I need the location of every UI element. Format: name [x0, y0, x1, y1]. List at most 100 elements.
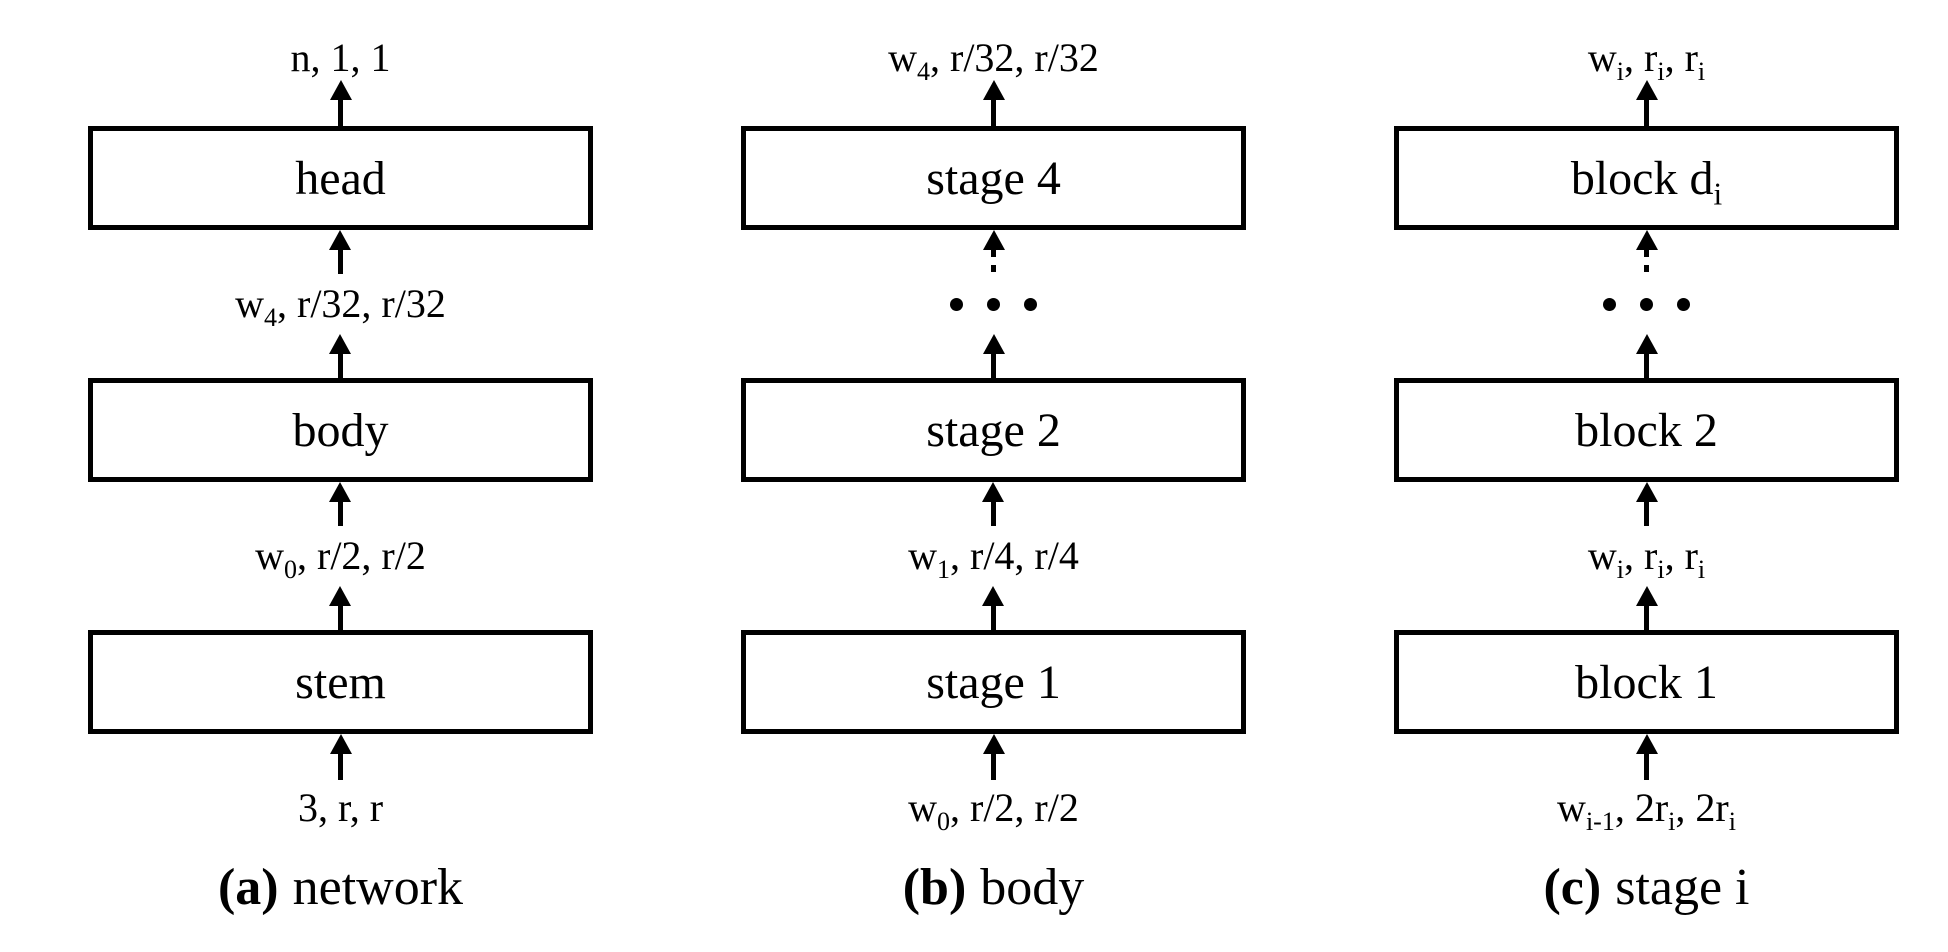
arrow-tail: [1644, 606, 1649, 630]
arrow-up-dashed-icon: [982, 230, 1005, 274]
block1-box: block 1: [1394, 630, 1899, 734]
arrow-dashed-tail: [991, 250, 996, 274]
box-label: body: [292, 403, 389, 457]
arrow-head: [329, 482, 352, 502]
caption-name: network: [292, 859, 464, 916]
dims-text: w0, r/2, r/2: [255, 533, 426, 584]
arrow-tail: [991, 100, 996, 126]
arrow-head: [982, 230, 1005, 250]
panel-a-network: n, 1, 1 head w4, r/32, r/32 body w0, r/2…: [58, 36, 623, 952]
arrow-head: [1635, 334, 1658, 354]
arrow-head: [982, 334, 1005, 354]
arrow-up-icon: [982, 80, 1005, 126]
arrow-head: [1635, 80, 1658, 100]
arrow-up-dashed-icon: [1635, 230, 1658, 274]
connector-with-label: w0, r/2, r/2: [255, 482, 426, 630]
arrow-up-icon: [329, 734, 352, 780]
arrow-up-icon: [329, 482, 352, 526]
stage2-box: stage 2: [741, 378, 1246, 482]
arrow-up-icon: [329, 80, 352, 126]
ellipsis-dots: [950, 274, 1037, 334]
arrow-tail: [337, 606, 343, 630]
output-dims-label: n, 1, 1: [291, 36, 391, 80]
arrow-head: [1635, 586, 1658, 606]
connector-with-ellipsis: [950, 230, 1037, 378]
caption-index: (c): [1543, 859, 1602, 916]
arrow-tail: [991, 354, 996, 378]
arrow-up-icon: [329, 586, 352, 630]
connector-with-label: w4, r/32, r/32: [235, 230, 446, 378]
input-dims-label: 3, r, r: [298, 780, 383, 836]
arrow-tail: [1644, 502, 1649, 526]
dims-text: w1, r/4, r/4: [908, 533, 1079, 584]
panel-caption: (a)network: [218, 856, 463, 920]
stem-box: stem: [88, 630, 593, 734]
arrow-head: [982, 482, 1005, 502]
ellipsis-dot: [950, 297, 963, 311]
box-label: block 2: [1575, 403, 1718, 457]
arrow-up-icon: [982, 734, 1005, 780]
dims-text: wi, ri, ri: [1587, 533, 1706, 584]
caption-index: (b): [902, 859, 967, 916]
caption-name: stage i: [1615, 859, 1750, 916]
dims-text: 3, r, r: [297, 785, 384, 830]
arrow-tail: [991, 754, 996, 780]
connector-with-label: w1, r/4, r/4: [908, 482, 1079, 630]
ellipsis-dot: [1640, 297, 1653, 311]
output-dims-label: wi, ri, ri: [1587, 35, 1706, 86]
dims-text: wi, ri, ri: [1587, 35, 1706, 86]
arrow-tail: [338, 100, 343, 126]
box-label: head: [295, 151, 386, 205]
arrow-up-icon: [1635, 80, 1658, 126]
arrow-tail: [1644, 754, 1649, 780]
dims-text: w0, r/2, r/2: [908, 785, 1079, 836]
arrow-head: [329, 230, 352, 250]
panel-c-stage-i: wi, ri, ri block di block 2 wi, ri, ri b…: [1364, 36, 1929, 952]
arrow-head: [329, 80, 352, 100]
arrow-tail: [337, 502, 343, 526]
arrow-head: [982, 734, 1005, 754]
panel-caption: (b)body: [903, 856, 1085, 920]
inter-dims-label-lower: w0, r/2, r/2: [255, 526, 426, 586]
head-box: head: [88, 126, 593, 230]
arrow-up-icon: [982, 482, 1005, 526]
output-dims-label: w4, r/32, r/32: [888, 36, 1099, 85]
caption-index: (a): [217, 859, 279, 916]
block2-box: block 2: [1394, 378, 1899, 482]
arrow-tail: [338, 754, 343, 780]
arrow-head: [329, 734, 352, 754]
dims-text: wi-1, 2ri, 2ri: [1557, 785, 1736, 836]
arrow-tail: [1644, 100, 1649, 126]
stage4-box: stage 4: [741, 126, 1246, 230]
arrow-up-icon: [1635, 482, 1658, 526]
arrow-tail: [337, 250, 343, 274]
arrow-up-icon: [982, 334, 1005, 378]
input-dims-label: wi-1, 2ri, 2ri: [1557, 780, 1736, 836]
inter-dims-label-lower: wi, ri, ri: [1588, 526, 1705, 586]
arrow-up-icon: [1635, 734, 1658, 780]
inter-dims-label-upper: w4, r/32, r/32: [235, 274, 446, 334]
arrow-up-icon: [329, 334, 352, 378]
box-label: stage 1: [926, 655, 1061, 709]
ellipsis-dots: [1603, 274, 1690, 334]
ellipsis-dot: [1024, 297, 1037, 311]
arrow-head: [982, 586, 1005, 606]
arrow-head: [1635, 734, 1658, 754]
block-di-box: block di: [1394, 126, 1899, 230]
arrow-tail: [1644, 354, 1649, 378]
dims-text: n, 1, 1: [290, 35, 391, 80]
stage1-box: stage 1: [741, 630, 1246, 734]
arrow-up-icon: [329, 230, 352, 274]
body-box: body: [88, 378, 593, 482]
ellipsis-dot: [1677, 297, 1690, 311]
arrow-head: [329, 586, 352, 606]
arrow-up-icon: [1635, 586, 1658, 630]
dims-text: w4, r/32, r/32: [235, 281, 446, 332]
connector-with-label: wi, ri, ri: [1588, 482, 1705, 630]
box-label: stem: [295, 655, 386, 709]
arrow-head: [329, 334, 352, 354]
ellipsis-dot: [987, 297, 1000, 311]
arrow-up-icon: [1635, 334, 1658, 378]
arrow-head: [982, 80, 1005, 100]
